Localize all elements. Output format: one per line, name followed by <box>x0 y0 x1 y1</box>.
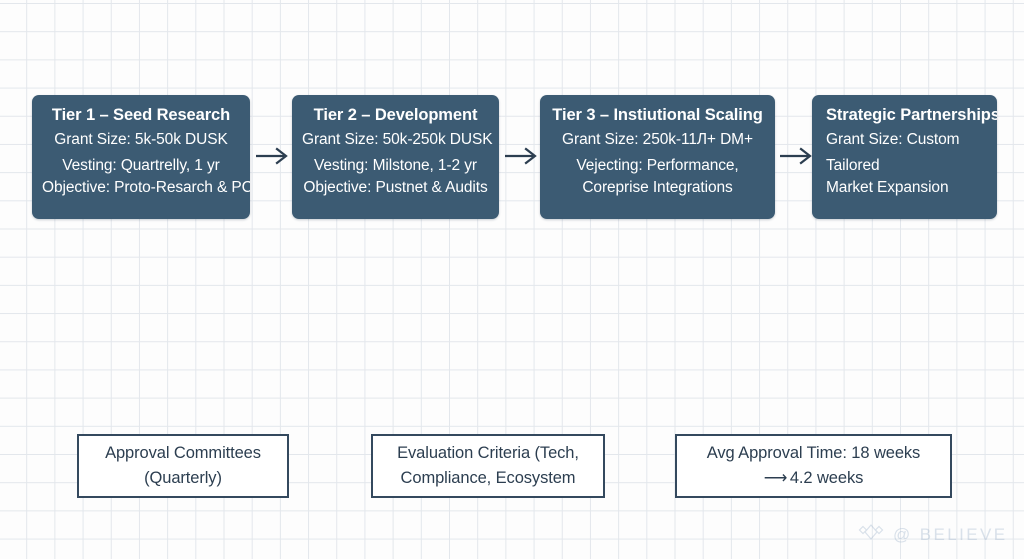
info-card-line-1: Approval Committees <box>105 444 261 463</box>
tier-card-seed-research[interactable]: Tier 1 – Seed Research Grant Size: 5k-50… <box>32 95 250 219</box>
arrow-tier2-to-tier3-icon <box>503 144 543 168</box>
arrow-tier1-to-tier2-icon <box>254 144 294 168</box>
tier-card-grant-size: Grant Size: 50k-250k DUSK <box>302 131 493 149</box>
tier-card-objective: Objective: Proto-Resarch & PC <box>42 179 250 197</box>
info-card-approval-committees[interactable]: Approval Committees (Quarterly) <box>77 434 289 498</box>
info-card-line-2: (Quarterly) <box>144 469 222 487</box>
info-card-line-1: Avg Approval Time: 18 weeks <box>706 444 921 463</box>
tier-card-vesting: Vesting: Quartrelly, 1 yr <box>62 156 220 174</box>
tier-card-vesting: Vejecting: Performance, <box>576 156 739 174</box>
tier-card-grant-size: Grant Size: Custom <box>826 131 960 149</box>
info-card-text: Approval Committees (Quarterly) <box>105 441 261 491</box>
info-card-line-2-row: ⟶ 4.2 weeks <box>707 466 920 491</box>
tier-card-vesting: Vesting: Milstone, 1-2 yr <box>314 156 477 174</box>
believe-logo-icon <box>856 521 886 548</box>
info-card-line-2: Compliance, Ecosystem <box>400 469 576 487</box>
info-card-text: Avg Approval Time: 18 weeks ⟶ 4.2 weeks <box>706 441 921 491</box>
tier-card-development[interactable]: Tier 2 – Development Grant Size: 50k-250… <box>292 95 499 219</box>
long-right-arrow-icon: ⟶ <box>763 469 788 487</box>
arrow-tier3-to-partnerships-icon <box>778 144 818 168</box>
tier-card-market-expansion: Market Expansion <box>826 179 949 197</box>
tier-card-title: Tier 3 – Instiutional Scaling <box>552 106 763 124</box>
info-card-line-2: 4.2 weeks <box>789 469 864 487</box>
tier-card-title: Tier 1 – Seed Research <box>51 106 231 124</box>
info-card-avg-approval-time[interactable]: Avg Approval Time: 18 weeks ⟶ 4.2 weeks <box>675 434 952 498</box>
info-card-evaluation-criteria[interactable]: Evaluation Criteria (Tech, Compliance, E… <box>371 434 605 498</box>
tier-card-objective: Coreprise Integrations <box>582 179 733 197</box>
tier-card-tailored: Tailored <box>826 156 880 174</box>
tier-card-strategic-partnerships[interactable]: Strategic Partnerships Grant Size: Custo… <box>812 95 997 219</box>
tier-card-objective: Objective: Pustnet & Audits <box>303 179 488 197</box>
tier-card-title: Tier 2 – Development <box>313 106 478 124</box>
info-card-text: Evaluation Criteria (Tech, Compliance, E… <box>397 441 579 491</box>
tier-card-institutional-scaling[interactable]: Tier 3 – Instiutional Scaling Grant Size… <box>540 95 775 219</box>
tier-card-grant-size: Grant Size: 5k-50k DUSK <box>54 131 228 149</box>
tier-card-grant-size: Grant Size: 250k-11Л+ DM+ <box>562 131 753 149</box>
tier-card-title: Strategic Partnerships <box>826 106 997 124</box>
watermark: @ BELIEVE <box>856 521 1007 548</box>
watermark-handle: @ BELIEVE <box>893 524 1008 544</box>
info-card-line-1: Evaluation Criteria (Tech, <box>397 444 579 463</box>
